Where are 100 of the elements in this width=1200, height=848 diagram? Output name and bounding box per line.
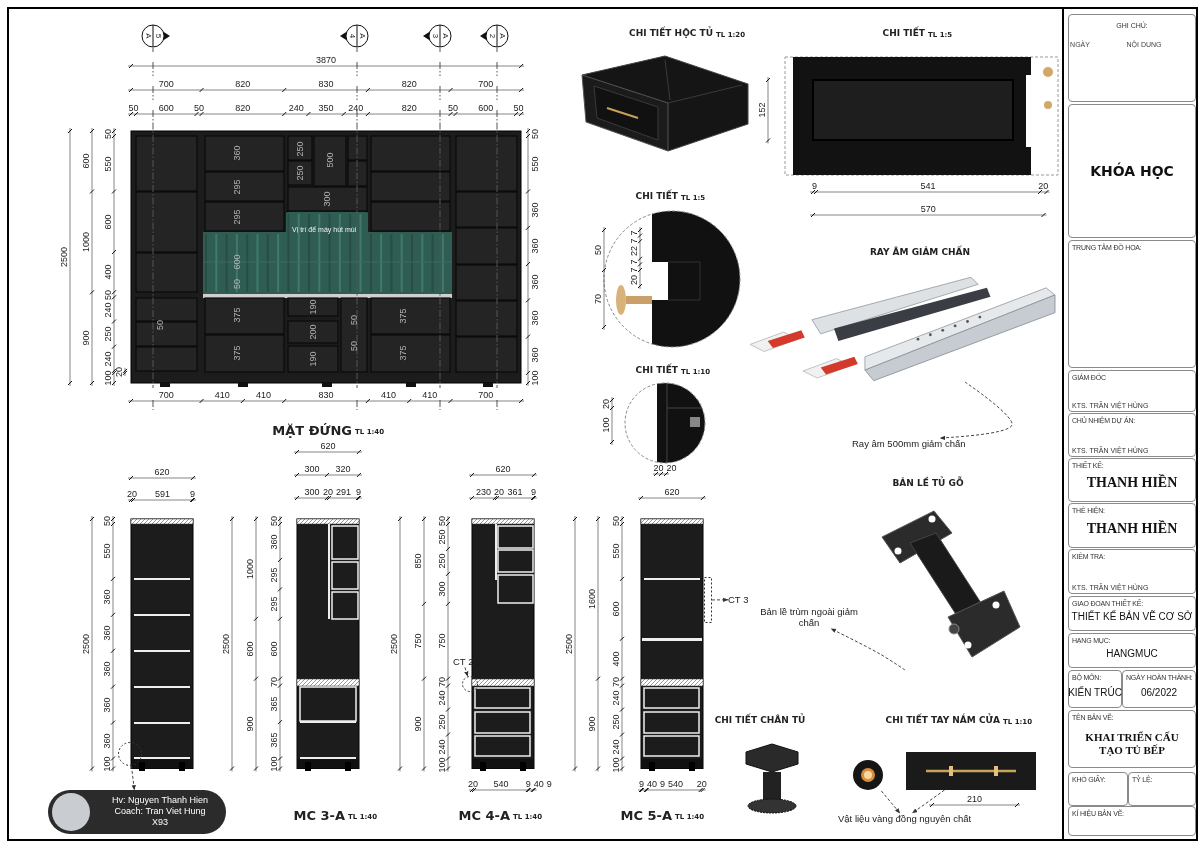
dimension-text: 320 <box>335 464 351 474</box>
dimension-text: 50 <box>513 103 524 113</box>
view-title: BẢN LỀ TỦ GỖ <box>892 478 964 488</box>
dimension-text: 300 <box>437 581 447 597</box>
dimension-text: 830 <box>318 390 334 400</box>
dimension-text: 50 <box>611 516 621 527</box>
dimension-text: 1600 <box>587 588 597 609</box>
view-title: CHI TIẾT <box>635 191 678 201</box>
dimension-text: 20 <box>696 779 707 789</box>
dimension-text: 200 <box>308 324 318 340</box>
dimension-text: 230 <box>475 487 491 497</box>
dimension-text: 2500 <box>221 633 231 654</box>
dimension-text: 360 <box>530 347 540 363</box>
dimension-text: 9 <box>530 487 536 497</box>
dimension-text: 400 <box>611 651 621 667</box>
title-block-cell <box>1068 633 1196 668</box>
view-title: MC 3-A <box>293 808 345 822</box>
dimension-text: 600 <box>611 601 621 617</box>
dimension-text: 250 <box>103 326 113 342</box>
title-block-cell <box>1068 458 1196 502</box>
dimension-text: 361 <box>507 487 523 497</box>
dimension-text: 360 <box>102 625 112 641</box>
dimension-text: 291 <box>335 487 351 497</box>
dimension-text: 20 <box>322 487 333 497</box>
title-block-cell <box>1068 413 1196 457</box>
dimension-text: 50 <box>448 103 459 113</box>
title-block-cell <box>1068 503 1196 548</box>
dimension-text: 620 <box>495 464 511 474</box>
title-block-cell <box>1122 670 1196 708</box>
dimension-text: 7 <box>629 230 639 236</box>
dimension-text: 100 <box>530 370 540 386</box>
field-value: 06/2022 <box>1140 686 1178 698</box>
dimension-text: 600 <box>158 103 174 113</box>
field-value: THIẾT KẾ BẢN VẼ CƠ SỞ <box>1071 610 1193 622</box>
dimension-text: 2500 <box>81 633 91 654</box>
dimension-text: 360 <box>530 310 540 326</box>
title-block-cell <box>1068 772 1128 806</box>
dimension-text: 360 <box>530 202 540 218</box>
dimension-text: 300 <box>322 191 332 207</box>
dimension-text: 365 <box>269 696 279 712</box>
title-block-cell <box>1128 772 1196 806</box>
card-text: Hv: Nguyen Thanh Hien <box>111 796 209 805</box>
dimension-text: 50 <box>128 103 139 113</box>
dimension-text: 7 <box>629 238 639 244</box>
dimension-text: 700 <box>478 79 494 89</box>
section-marker-label: A <box>498 33 506 39</box>
dimension-text: 50 <box>155 320 165 330</box>
dimension-text: 900 <box>245 716 255 732</box>
field-value: KHAI TRIỂN CẤU TẠO TỦ BẾP <box>1084 731 1180 756</box>
dimension-text: 410 <box>381 390 397 400</box>
dimension-text: 900 <box>81 330 91 346</box>
dimension-text: 600 <box>81 153 91 169</box>
dimension-text: 600 <box>232 254 242 270</box>
dimension-text: 600 <box>245 641 255 657</box>
dimension-text: 360 <box>232 145 242 161</box>
dimension-text: 400 <box>103 264 113 280</box>
knob-drawing <box>852 759 884 791</box>
section-marker-label: A <box>358 33 366 39</box>
dimension-text: 240 <box>288 103 304 113</box>
dimension-text: 9 <box>638 779 644 789</box>
dimension-text: 550 <box>102 543 112 559</box>
dimension-text: 70 <box>611 677 621 688</box>
dimension-text: 410 <box>422 390 438 400</box>
dimension-text: 50 <box>349 315 359 325</box>
dimension-text: 240 <box>348 103 364 113</box>
dimension-text: 50 <box>349 341 359 351</box>
dimension-text: 100 <box>437 757 447 773</box>
dimension-text: 250 <box>437 553 447 569</box>
dimension-text: 240 <box>437 690 447 706</box>
dimension-text: 900 <box>587 716 597 732</box>
dimension-text: 250 <box>437 529 447 545</box>
dimension-text: 20 <box>114 366 124 377</box>
dimension-text: 20 <box>601 399 611 409</box>
view-title: CHI TIẾT CHÂN TỦ <box>714 715 806 725</box>
dimension-text: 541 <box>920 181 936 191</box>
dimension-text: 375 <box>232 307 242 323</box>
dimension-text: 820 <box>401 103 417 113</box>
dimension-text: 50 <box>194 103 205 113</box>
detail-bracket <box>704 577 712 623</box>
dimension-text: 820 <box>235 103 251 113</box>
dimension-text: 250 <box>611 714 621 730</box>
dimension-text: 600 <box>103 214 113 230</box>
dimension-text: 20 <box>127 489 137 499</box>
dimension-text: 50 <box>593 245 603 255</box>
detail-circle <box>462 676 478 692</box>
dimension-text: 2500 <box>389 633 399 654</box>
field-value: THANH HIỀN <box>1086 521 1178 537</box>
dimension-text: 375 <box>398 345 408 361</box>
title-block-cell <box>1068 370 1196 412</box>
card-text: Coach: Tran Viet Hung <box>113 807 207 816</box>
dimension-text: 9 <box>525 779 531 789</box>
dimension-text: 360 <box>102 661 112 677</box>
dimension-text: 830 <box>318 79 334 89</box>
dimension-text: 240 <box>611 739 621 755</box>
dimension-text: 20 <box>493 487 504 497</box>
dimension-text: 570 <box>920 204 936 214</box>
dimension-text: 250 <box>295 141 305 157</box>
dimension-text: 100 <box>611 757 621 773</box>
dimension-text: 360 <box>530 274 540 290</box>
dimension-text: 250 <box>295 165 305 181</box>
